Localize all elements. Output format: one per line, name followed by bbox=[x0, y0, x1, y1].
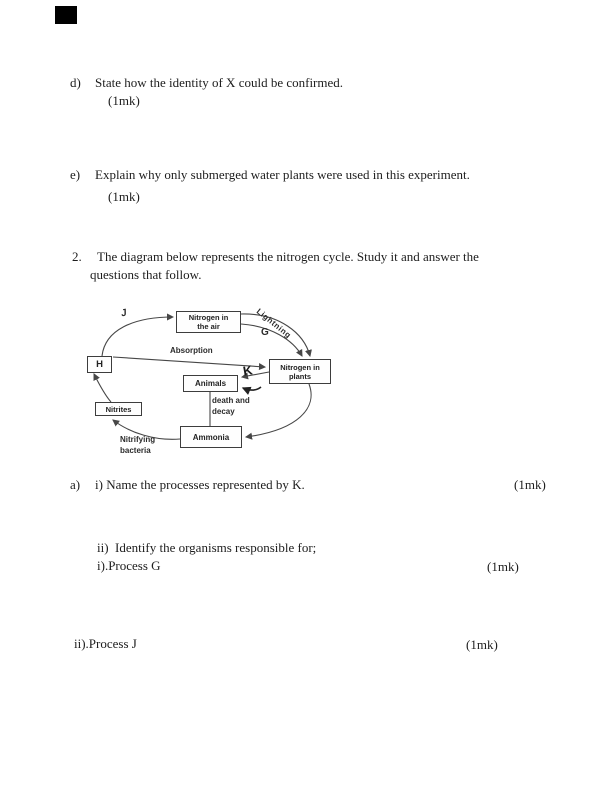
question-2-line2: questions that follow. bbox=[90, 267, 202, 282]
arrow-plants-to-ammonia bbox=[244, 383, 312, 440]
diagram-box-nitrites: Nitrites bbox=[95, 402, 142, 416]
arrow-nitrites-to-h bbox=[93, 373, 112, 403]
question-e-text: Explain why only submerged water plants … bbox=[95, 167, 470, 182]
diagram-label-death-and-decay: death and decay bbox=[212, 396, 250, 416]
question-d-text: State how the identity of X could be con… bbox=[95, 75, 344, 90]
scan-redaction-mark bbox=[55, 6, 77, 24]
question-a-i-marks: (1mk) bbox=[514, 477, 546, 492]
diagram-box-nitrogen-air: Nitrogen in the air bbox=[176, 311, 241, 333]
question-a-ii-process-j-text: ii).Process J bbox=[74, 636, 137, 651]
question-d-marker: d) bbox=[70, 75, 81, 90]
question-a-ii-text: ii) Identify the organisms responsible f… bbox=[97, 540, 317, 555]
arrow-j-fixation bbox=[101, 313, 175, 357]
diagram-label-g: G bbox=[261, 327, 269, 338]
nitrogen-cycle-diagram: Nitrogen in the air H Nitrogen in plants… bbox=[85, 300, 341, 465]
question-2-marker: 2. bbox=[72, 249, 82, 264]
diagram-box-nitrogen-plants: Nitrogen in plants bbox=[269, 359, 331, 384]
question-a-ii-process-g-text: i).Process G bbox=[97, 558, 161, 573]
question-2-line1: The diagram below represents the nitroge… bbox=[97, 249, 479, 264]
nitrogen-cycle-arrows bbox=[93, 313, 312, 440]
diagram-label-absorption: Absorption bbox=[170, 346, 213, 355]
diagram-box-h: H bbox=[87, 356, 112, 373]
arrow-lightning bbox=[240, 313, 312, 358]
question-e-marker: e) bbox=[70, 167, 81, 182]
diagram-box-ammonia: Ammonia bbox=[180, 426, 242, 448]
diagram-label-nitrifying-bacteria: Nitrifying bacteria bbox=[120, 435, 156, 455]
arrow-k-pen-mark bbox=[241, 386, 262, 395]
arrow-g bbox=[240, 323, 303, 357]
question-a-marker: a) bbox=[70, 477, 81, 492]
diagram-box-animals: Animals bbox=[183, 375, 238, 392]
question-a-ii-process-j-marks: (1mk) bbox=[466, 637, 498, 652]
arrow-ammonia-to-nitrites bbox=[112, 419, 181, 440]
diagram-label-k: K bbox=[241, 362, 254, 379]
question-a-i-text: i) Name the processes represented by K. bbox=[95, 477, 305, 492]
arrow-plants-to-animals bbox=[240, 371, 270, 380]
question-e-marks: (1mk) bbox=[108, 189, 140, 204]
question-a-ii-process-g-marks: (1mk) bbox=[487, 559, 519, 574]
question-d-marks: (1mk) bbox=[108, 93, 140, 108]
arrow-absorption bbox=[112, 356, 267, 371]
